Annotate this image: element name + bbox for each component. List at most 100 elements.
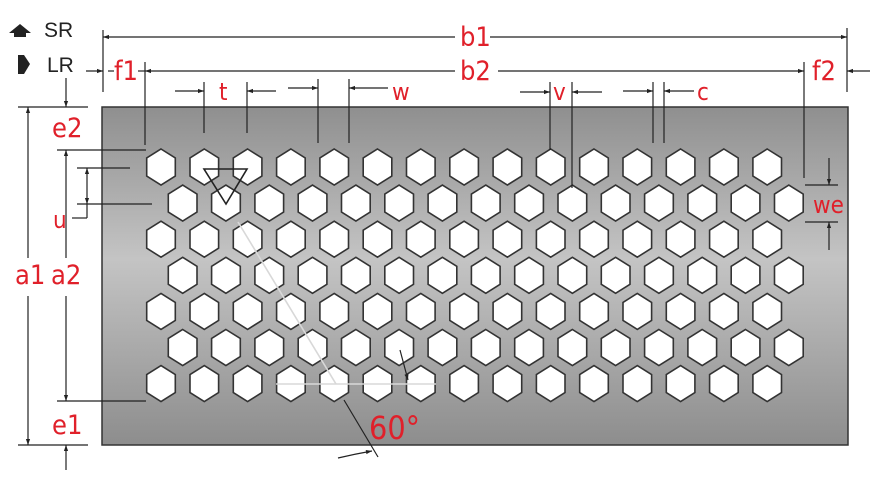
hexagon-hole [600, 256, 631, 295]
hexagon-hole [145, 148, 177, 186]
hexagon-hole [578, 364, 610, 403]
dim-v-label: v [553, 78, 566, 106]
hexagon-hole [362, 220, 393, 259]
hexagon-hole [708, 364, 740, 403]
hexagon-hole [492, 148, 523, 186]
dim-f1-label: f1 [114, 56, 138, 87]
dim-a2-label: a2 [51, 260, 82, 291]
hexagon-hole [773, 256, 805, 295]
hexagon-hole [557, 328, 588, 367]
hexagon-hole [340, 184, 372, 223]
hexagon-hole [492, 364, 523, 403]
hexagon-hole [319, 148, 350, 186]
dim-f2-label: f2 [812, 56, 836, 87]
hexagon-hole [665, 364, 696, 403]
hexagon-hole [210, 256, 242, 295]
arrow-up-icon [9, 24, 31, 37]
hexagon-hole [622, 292, 653, 331]
hexagon-hole [189, 292, 220, 331]
hexagon-hole [708, 148, 740, 186]
hexagon-hole [167, 256, 198, 295]
hexagon-hole [427, 184, 458, 223]
hexagon-hole [687, 184, 718, 223]
hexagon-hole [513, 256, 545, 295]
hexagon-hole [643, 184, 675, 223]
hexagon-holes [145, 148, 805, 403]
hexagon-hole [665, 148, 696, 186]
hexagon-hole [167, 328, 198, 367]
arrow-right-icon [18, 55, 30, 74]
hexagon-hole [340, 256, 372, 295]
hexagon-hole [470, 328, 501, 367]
hexagon-hole [427, 256, 458, 295]
hexagon-hole [578, 220, 610, 259]
hexagon-hole [383, 256, 415, 295]
dim-e1-label: e1 [52, 410, 83, 441]
dimension-lines [18, 28, 870, 470]
hexagon-hole [730, 328, 761, 367]
hexagon-hole [275, 292, 307, 331]
hexagon-hole [145, 364, 177, 403]
hexagon-hole [232, 364, 263, 403]
hexagon-hole [557, 184, 588, 223]
dim-u-label: u [53, 206, 67, 234]
hexagon-hole [254, 256, 285, 295]
hexagon-hole [319, 220, 350, 259]
hexagon-hole [232, 148, 263, 186]
hexagon-hole [275, 148, 307, 186]
legend-icons [9, 24, 31, 74]
hexagon-hole [319, 292, 350, 331]
dim-we-label: we [813, 191, 844, 219]
hexagon-hole [405, 220, 436, 259]
hexagon-hole [535, 148, 566, 186]
hexagon-hole [730, 184, 761, 223]
hexagon-hole [405, 292, 436, 331]
construction-lines [237, 221, 436, 385]
hexagon-hole [189, 364, 220, 403]
hexagon-hole [362, 292, 393, 331]
pitch-triangle [202, 168, 249, 206]
hexagon-hole [643, 256, 675, 295]
hexagon-hole [752, 364, 783, 403]
hexagon-hole [708, 292, 740, 331]
hexagon-hole [470, 184, 501, 223]
hexagon-hole [492, 292, 523, 331]
hexagon-hole [578, 148, 610, 186]
hexagon-hole [362, 148, 393, 186]
hexagon-hole [600, 328, 631, 367]
hexagon-hole [622, 148, 653, 186]
hexagon-hole [708, 220, 740, 259]
hexagon-hole [622, 364, 653, 403]
hexagon-hole [665, 220, 696, 259]
hexagon-hole [167, 184, 198, 223]
hexagon-hole [470, 256, 501, 295]
angle-60-label: 60° [369, 409, 421, 447]
hexagon-hole [687, 256, 718, 295]
legend-sr-label: SR [44, 19, 74, 42]
hexagon-hole [535, 220, 566, 259]
hexagon-hole [297, 256, 328, 295]
hexagon-hole [383, 184, 415, 223]
dim-t-label: t [219, 78, 228, 106]
dim-b1-label: b1 [460, 22, 491, 53]
hexagon-hole [448, 220, 480, 259]
hexagon-hole [189, 148, 220, 186]
hexagon-hole [513, 328, 545, 367]
hexagon-hole [622, 220, 653, 259]
hexagon-hole [405, 148, 436, 186]
dim-w-label: w [392, 78, 410, 106]
hexagon-hole [297, 328, 328, 367]
hexagon-hole [297, 184, 328, 223]
hexagon-hole [730, 256, 761, 295]
hexagon-hole [687, 328, 718, 367]
hexagon-hole [752, 292, 783, 331]
hexagon-hole [145, 292, 177, 331]
hexagon-hole [340, 328, 372, 367]
hexagon-hole [210, 328, 242, 367]
dim-c-label: c [697, 78, 709, 106]
hexagon-hole [254, 184, 285, 223]
hexagon-hole [448, 364, 480, 403]
hexagon-hole [752, 220, 783, 259]
